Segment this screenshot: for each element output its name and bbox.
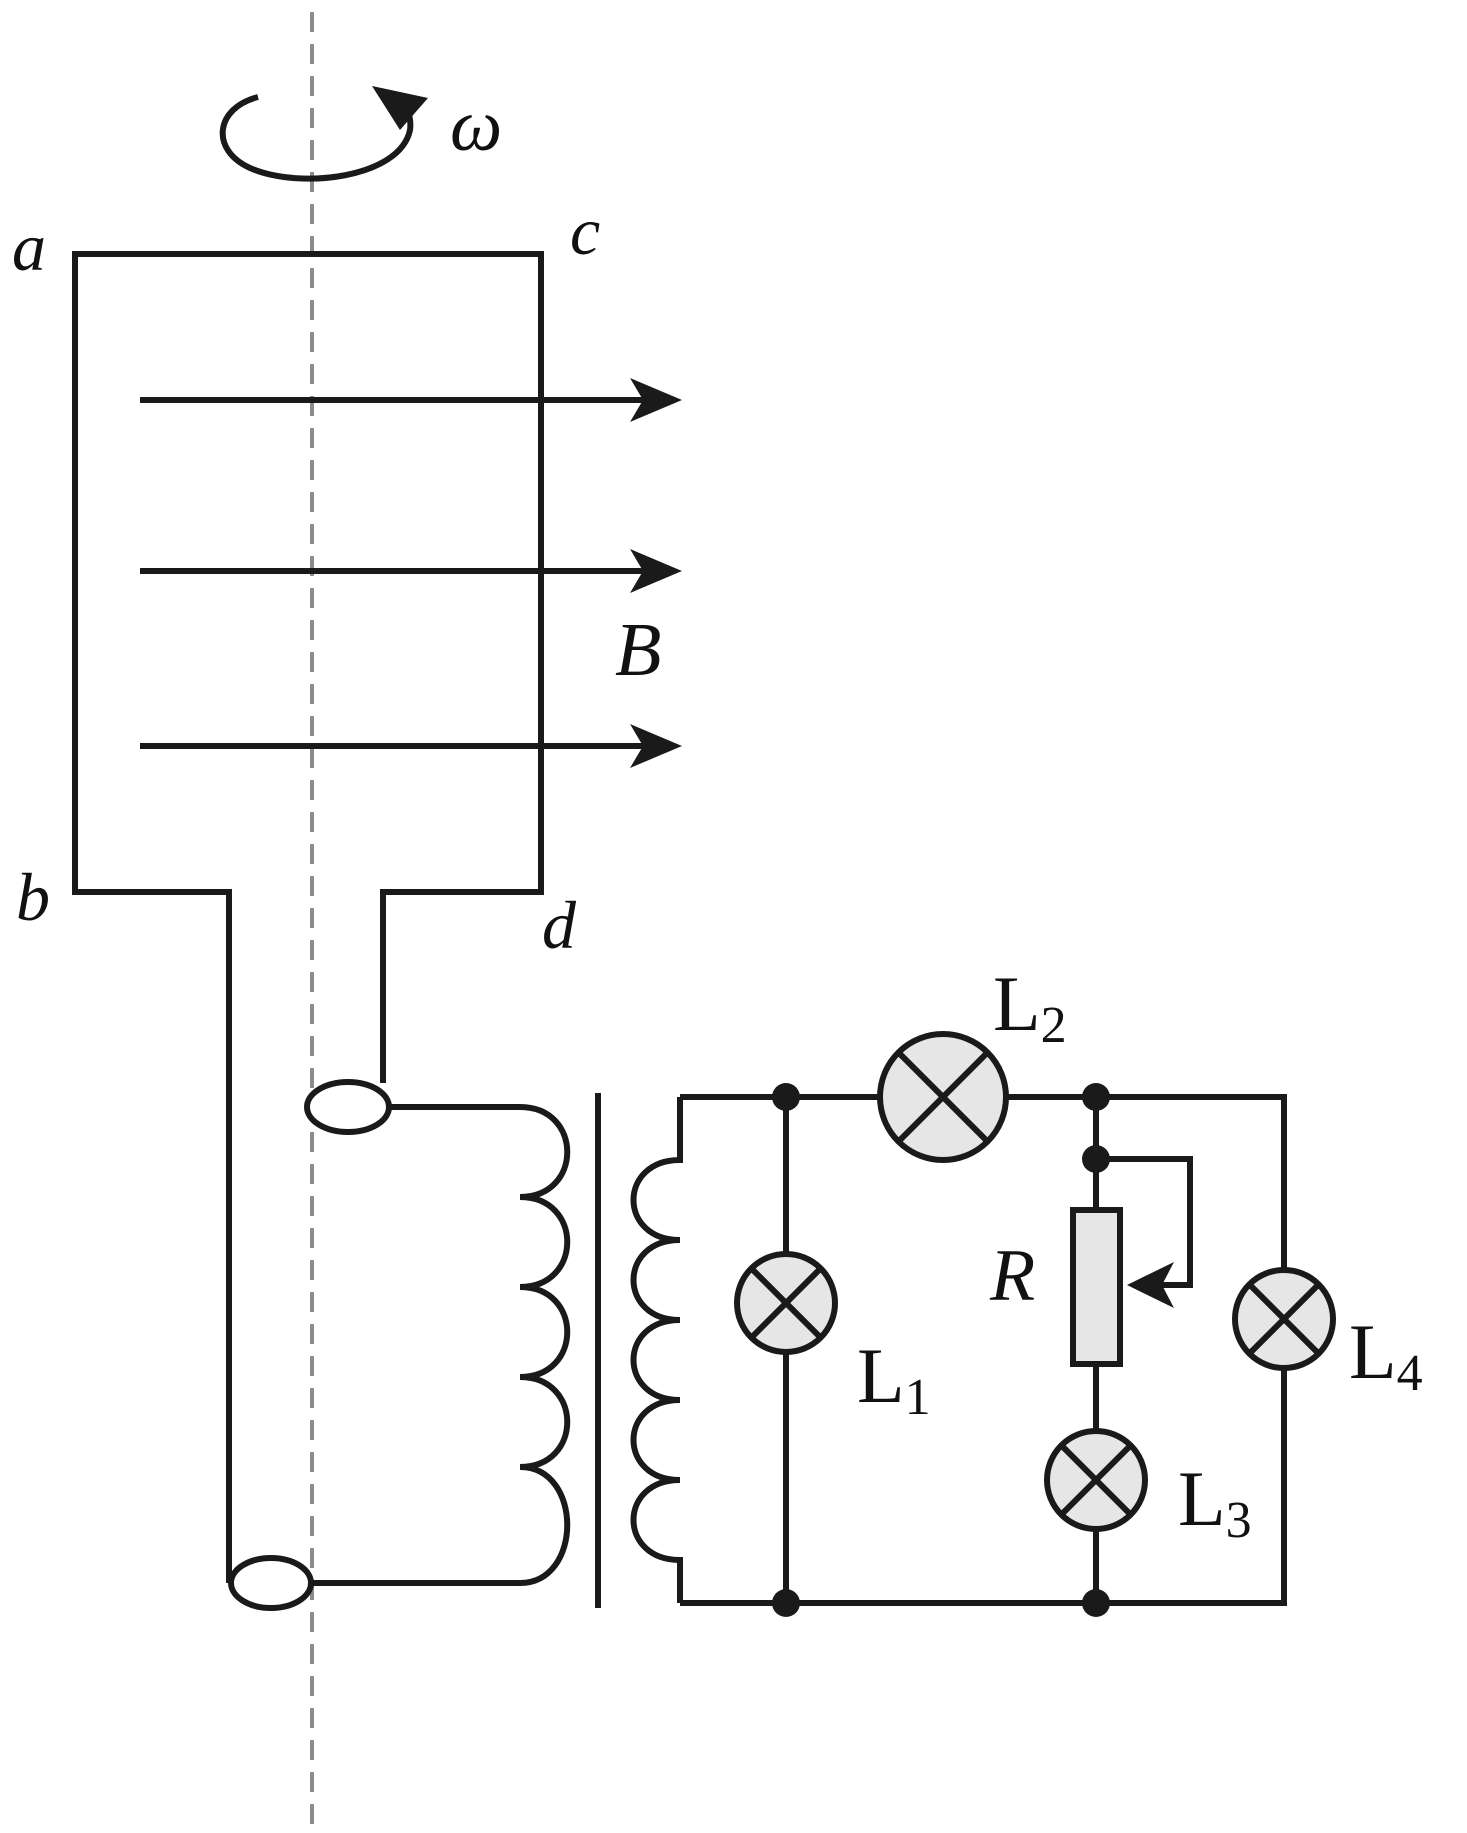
resistor-label: R [989,1235,1035,1317]
coil-loop [72,251,544,1583]
slip-ring-top [304,1079,392,1135]
transformer-secondary-coil [630,1097,683,1603]
corner-label-c: c [570,193,600,269]
rotation-arrow-icon [219,86,428,182]
lamp-l2 [877,1031,1009,1163]
corner-label-a: a [12,209,46,285]
corner-label-b: b [16,859,50,935]
lamp-l1-label: L1 [857,1332,931,1426]
lamp-l3 [1044,1428,1148,1532]
lamp-l4 [1232,1267,1336,1371]
rheostat-slider-arrow-icon [1127,1262,1174,1308]
transformer-primary-coil [311,1104,571,1586]
lamp-l2-label: L2 [993,960,1067,1054]
junction-dots [772,1083,1110,1617]
corner-label-d: d [542,887,577,963]
lamp-l4-label: L4 [1349,1308,1423,1402]
rheostat [1070,1207,1123,1367]
lamp-l3-label: L3 [1178,1455,1252,1549]
slip-ring-bottom [228,1555,314,1611]
magnetic-field-arrows [140,378,682,768]
lamp-l1 [734,1251,838,1355]
omega-label: ω [450,85,502,167]
field-label: B [615,608,661,692]
